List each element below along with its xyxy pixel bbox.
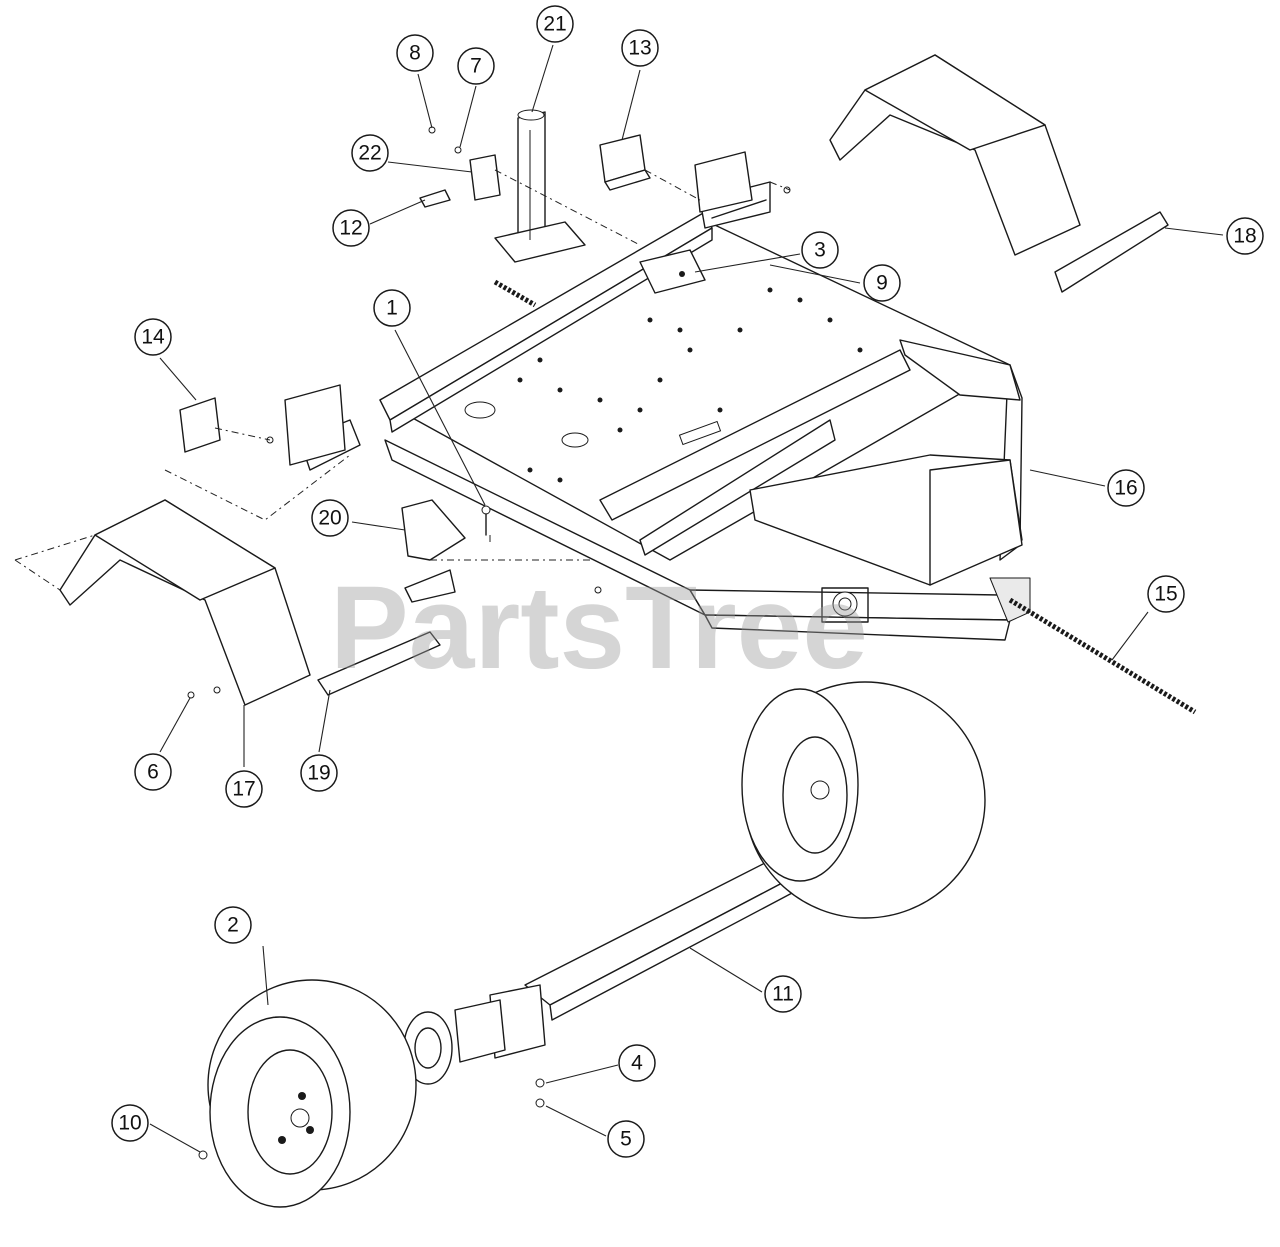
wheel-right xyxy=(741,681,986,919)
plate-12 xyxy=(419,189,451,208)
callout-7: 7 xyxy=(457,47,495,85)
callout-13: 13 xyxy=(621,29,659,67)
fender-brace-right xyxy=(1054,211,1169,293)
callout-label: 8 xyxy=(409,42,421,65)
wheel-left xyxy=(207,979,417,1208)
callout-18: 18 xyxy=(1226,217,1264,255)
callout-label: 10 xyxy=(118,1112,141,1135)
callout-label: 11 xyxy=(772,983,794,1006)
callout-label: 17 xyxy=(232,778,255,801)
callout-15: 15 xyxy=(1147,575,1185,613)
callout-label: 1 xyxy=(386,297,398,320)
fender-right xyxy=(829,54,1081,256)
callout-label: 5 xyxy=(620,1128,632,1151)
callout-11: 11 xyxy=(764,975,802,1013)
hardware xyxy=(187,126,791,1160)
callout-4: 4 xyxy=(618,1044,656,1082)
assembly-lines xyxy=(14,169,791,591)
drive-shaft xyxy=(493,279,1197,715)
callout-19: 19 xyxy=(300,754,338,792)
callout-2: 2 xyxy=(214,906,252,944)
clip-22 xyxy=(469,154,501,201)
callout-label: 4 xyxy=(631,1052,643,1075)
callout-label: 18 xyxy=(1233,225,1256,248)
callout-21: 21 xyxy=(536,5,574,43)
fender-brace-left xyxy=(317,631,441,696)
callout-3: 3 xyxy=(801,231,839,269)
bracket-20 xyxy=(401,499,466,603)
callout-17: 17 xyxy=(225,770,263,808)
holder-bracket-13 xyxy=(599,134,651,191)
wheel-hub-left xyxy=(403,1011,453,1085)
callout-label: 22 xyxy=(358,142,381,165)
fender-left xyxy=(59,499,311,706)
holder-bracket-rear xyxy=(694,151,753,213)
holder-bracket-front xyxy=(284,384,346,466)
callout-label: 7 xyxy=(470,55,482,78)
leader-lines xyxy=(149,44,1224,1153)
callout-14: 14 xyxy=(134,318,172,356)
callout-5: 5 xyxy=(607,1120,645,1158)
jack-stand xyxy=(494,109,586,263)
callout-22: 22 xyxy=(351,134,389,172)
callout-12: 12 xyxy=(332,209,370,247)
callout-6: 6 xyxy=(134,753,172,791)
watermark-text: PartsTree xyxy=(330,562,868,694)
plate-3 xyxy=(639,249,706,294)
callout-8: 8 xyxy=(396,34,434,72)
callout-20: 20 xyxy=(311,499,349,537)
callout-label: 6 xyxy=(147,761,159,784)
callout-label: 12 xyxy=(339,217,362,240)
callout-10: 10 xyxy=(111,1104,149,1142)
callout-9: 9 xyxy=(863,264,901,302)
callout-label: 3 xyxy=(814,239,826,262)
callout-label: 9 xyxy=(876,272,888,295)
callout-1: 1 xyxy=(373,289,411,327)
callout-label: 20 xyxy=(318,507,341,530)
callout-16: 16 xyxy=(1107,469,1145,507)
callout-label: 21 xyxy=(543,13,566,36)
holder-bracket-14 xyxy=(179,397,221,453)
callout-label: 2 xyxy=(227,914,239,937)
callout-label: 14 xyxy=(141,326,165,349)
callout-label: 15 xyxy=(1154,583,1177,606)
callout-label: 13 xyxy=(628,37,651,60)
callout-label: 19 xyxy=(307,762,330,785)
callout-label: 16 xyxy=(1114,477,1137,500)
